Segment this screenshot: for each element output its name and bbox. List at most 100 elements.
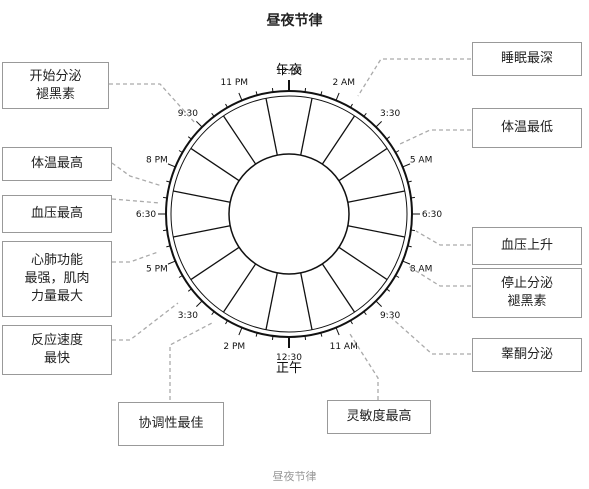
leader-coordination [169, 322, 213, 400]
clock-tick [304, 88, 307, 93]
clock-tick [225, 103, 228, 108]
clock-spoke [321, 115, 356, 165]
leader-bp-high [111, 198, 161, 204]
leader-bp-rise [415, 230, 471, 246]
time-label: 2 PM [223, 342, 245, 352]
leader-reaction [112, 302, 179, 341]
box-temp-high: 体温最高 [2, 147, 112, 181]
box-melatonin-stop: 停止分泌 褪黑素 [472, 268, 582, 318]
clock-spoke [173, 225, 231, 238]
clock-spoke [300, 272, 313, 330]
clock-tick [163, 196, 168, 199]
time-label: 5 AM [410, 155, 433, 165]
clock-tick [402, 260, 411, 265]
diagram-title: 昼夜节律 [266, 13, 323, 29]
clock-tick [271, 88, 274, 93]
clock-tick [386, 288, 391, 292]
time-label: 8 PM [146, 155, 168, 165]
time-label: 2 AM [332, 78, 355, 88]
clock-tick [402, 163, 411, 168]
clock-spoke [190, 246, 240, 281]
box-bp-rise: 血压上升 [472, 227, 582, 265]
clock-tick [320, 91, 323, 96]
clock-tick [271, 335, 274, 340]
clock-spokes [173, 98, 405, 330]
time-label: 3:30 [380, 109, 400, 119]
clock-tick [363, 112, 367, 117]
clock-tick [238, 92, 243, 101]
clock-tick [163, 229, 168, 232]
box-cardio: 心肺功能 最强，肌肉 力量最大 [2, 241, 112, 317]
clock-tick [196, 121, 203, 128]
clock-spoke [265, 98, 278, 156]
clock-spoke [347, 225, 405, 238]
clock-tick [375, 300, 382, 307]
clock-tick [407, 180, 412, 183]
box-coordination: 协调性最佳 [118, 402, 224, 446]
leader-melatonin-start [109, 83, 197, 125]
leader-temp-low [399, 129, 471, 145]
time-label: 12:30 [276, 353, 302, 363]
time-label: 5 PM [146, 265, 168, 275]
clock-tick [335, 92, 340, 101]
clock-tick [238, 327, 243, 336]
time-label: 6:30 [136, 210, 156, 220]
leader-cardio [112, 251, 159, 263]
clock-spoke [338, 147, 388, 182]
clock-tick [211, 112, 215, 117]
leader-testosterone [385, 312, 471, 355]
clock-tick [395, 150, 400, 153]
figure-caption: 昼夜节律 [272, 470, 317, 483]
clock-tick [166, 180, 171, 183]
clock-spoke [222, 115, 257, 165]
clock-tick [187, 136, 192, 140]
clock-tick [350, 320, 353, 325]
time-label: 9:30 [380, 311, 400, 321]
box-melatonin-start: 开始分泌 褪黑素 [2, 62, 109, 109]
box-temp-low: 体温最低 [472, 108, 582, 148]
clock-tick [386, 136, 391, 140]
clock-spoke [265, 272, 278, 330]
time-label: 11 AM [330, 342, 358, 352]
clock-tick [178, 275, 183, 278]
time-label: 6:30 [422, 210, 442, 220]
box-reaction: 反应速度 最快 [2, 325, 112, 375]
box-deep-sleep: 睡眠最深 [472, 42, 582, 76]
clock-tick [320, 332, 323, 337]
time-label: 3:30 [178, 311, 198, 321]
clock-tick [187, 288, 192, 292]
clock-tick [211, 311, 215, 316]
clock-tick [167, 163, 176, 168]
clock-spoke [321, 263, 356, 313]
clock-tick [178, 150, 183, 153]
leader-deep-sleep [357, 58, 471, 97]
clock-spoke [222, 263, 257, 313]
midnight-label: 午夜 [276, 63, 302, 78]
clock-spoke [190, 147, 240, 182]
clock-tick [363, 311, 367, 316]
time-label: 9:30 [178, 109, 198, 119]
box-testosterone: 睾酮分泌 [472, 338, 582, 372]
clock-tick [350, 103, 353, 108]
clock-spoke [347, 190, 405, 203]
clock-tick [410, 196, 415, 199]
box-bp-high: 血压最高 [2, 195, 112, 233]
clock-spoke [173, 190, 231, 203]
clock-tick [395, 275, 400, 278]
clock-tick [196, 300, 203, 307]
clock-tick [335, 327, 340, 336]
clock-spoke [338, 246, 388, 281]
clock-ticks [158, 83, 420, 345]
time-label: 11 PM [221, 78, 249, 88]
clock-center [228, 153, 350, 275]
clock-tick [225, 320, 228, 325]
clock-tick [304, 335, 307, 340]
leader-temp-high [111, 162, 163, 187]
clock-tick [167, 260, 176, 265]
clock-spoke [300, 98, 313, 156]
box-alertness: 灵敏度最高 [327, 400, 431, 434]
clock-inner-ring [170, 95, 408, 333]
leader-alertness [349, 333, 379, 400]
